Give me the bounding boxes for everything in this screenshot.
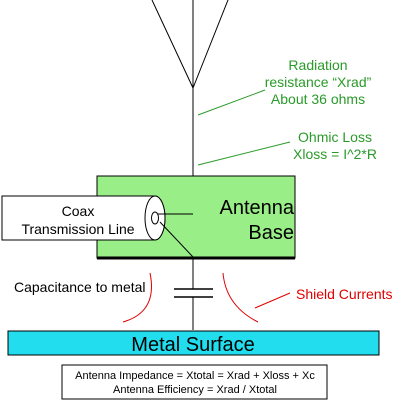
coax-label-line1: Coax xyxy=(62,203,95,219)
radiation-label-line2: resistance “Xrad” xyxy=(265,74,372,90)
ohmic-pointer xyxy=(197,141,291,166)
shield-current-arc-left xyxy=(122,272,152,323)
feed-wire-shield xyxy=(159,221,194,258)
antenna-arm-right xyxy=(192,0,229,89)
coax-center-conductor xyxy=(151,211,159,225)
antenna-base-label-line1: Antenna xyxy=(219,197,294,219)
radiation-pointer xyxy=(197,89,266,116)
shield-currents-label: Shield Currents xyxy=(296,286,393,302)
ohmic-label-line2: Xloss = I^2*R xyxy=(293,146,377,162)
antenna-arm-left xyxy=(151,0,194,89)
capacitance-label: Capacitance to metal xyxy=(14,279,146,295)
ohmic-label-line1: Ohmic Loss xyxy=(298,129,372,145)
radiation-label-line1: Radiation xyxy=(288,57,347,73)
coax-label-line2: Transmission Line xyxy=(21,221,134,237)
formula-impedance: Antenna Impedance = Xtotal = Xrad + Xlos… xyxy=(75,370,315,382)
formula-efficiency: Antenna Efficiency = Xrad / Xtotal xyxy=(113,384,277,396)
antenna-base-label-line2: Base xyxy=(248,222,294,244)
formula-box xyxy=(61,364,328,400)
metal-surface xyxy=(7,330,380,356)
radiation-label-line3: About 36 ohms xyxy=(271,91,365,107)
shield-current-pointer xyxy=(254,292,291,309)
shield-current-arc-right xyxy=(222,272,259,323)
metal-surface-label: Metal Surface xyxy=(131,334,254,356)
